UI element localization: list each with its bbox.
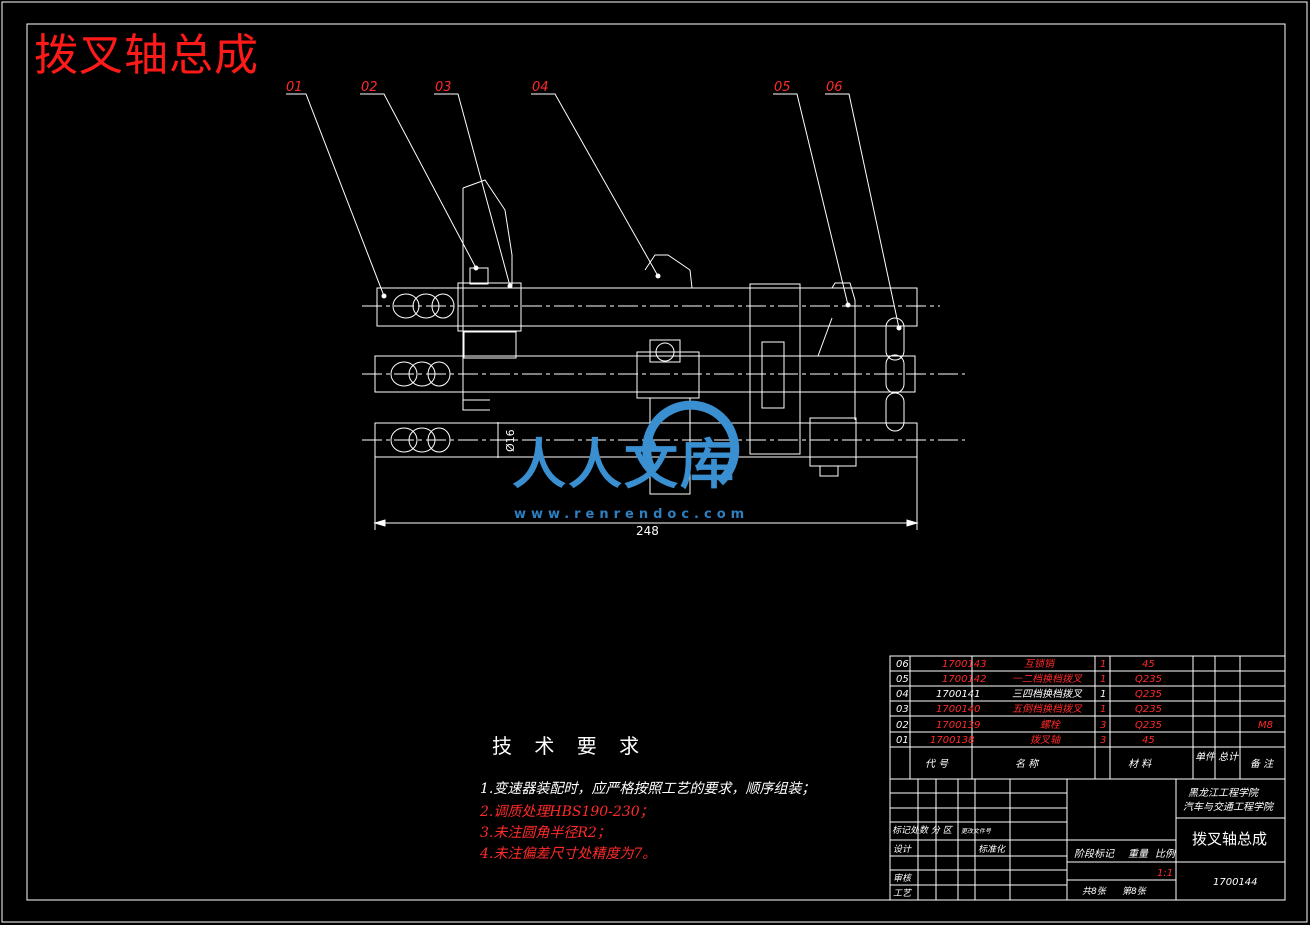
qty: 1 — [1100, 704, 1106, 715]
watermark-logo — [642, 400, 740, 486]
code: 1700141 — [936, 689, 981, 700]
note: M8 — [1258, 720, 1273, 731]
tech-requirements-heading: 技 术 要 求 — [492, 734, 648, 758]
watermark-text: 人人文库 — [512, 433, 736, 496]
part-label-05: 05 — [774, 80, 791, 95]
tech-requirement-1: 1.变速器装配时，应严格按照工艺的要求，顺序组装； — [480, 781, 816, 797]
title-block-text: 黑龙江工程学院 汽车与交通工程学院 拨叉轴总成 1700144 标记处数 分 区… — [892, 787, 1275, 899]
parts-row-04: 04 1700141 三四档换档拨叉 1 Q235 — [896, 688, 1162, 700]
code: 1700140 — [936, 704, 981, 715]
label-change: 更改文件号 — [961, 827, 992, 835]
header-unit-total: 单件 总计 — [1195, 751, 1239, 763]
label-design: 设计 — [893, 844, 912, 855]
inner-frame — [26, 23, 1286, 901]
drawing-no: 1700144 — [1213, 877, 1258, 888]
name: 一二档换档拨叉 — [1012, 673, 1083, 685]
parts-list-rows: 06 1700143 互锁销 1 45 05 1700142 一二档换档拨叉 1… — [896, 658, 1273, 746]
header-name: 名 称 — [1015, 758, 1040, 770]
qty: 1 — [1100, 689, 1106, 700]
dimensions — [373, 422, 919, 530]
drawing-name: 拨叉轴总成 — [1192, 830, 1267, 848]
label-review: 审核 — [893, 873, 913, 884]
qty: 3 — [1100, 735, 1106, 746]
qty: 1 — [1100, 674, 1106, 685]
header-remark: 备 注 — [1250, 758, 1274, 770]
school-name: 黑龙江工程学院 — [1188, 787, 1260, 799]
parts-row-01: 01 1700138 拨叉轴 3 45 — [896, 734, 1155, 746]
seq: 06 — [896, 659, 909, 670]
material: Q235 — [1135, 704, 1162, 715]
tech-requirement-3: 3.未注圆角半径R2； — [480, 825, 611, 841]
part-label-02: 02 — [361, 80, 378, 95]
assembly-view — [362, 179, 965, 495]
seq: 01 — [896, 735, 909, 746]
seq: 05 — [896, 674, 909, 685]
tech-requirement-4: 4.未注偏差尺寸处精度为7。 — [480, 846, 657, 862]
part-label-06: 06 — [826, 80, 843, 95]
label-weight: 重量 — [1128, 848, 1149, 860]
parts-list-headers: 代 号 名 称 材 料 单件 总计 备 注 — [925, 751, 1274, 770]
name: 五倒档换档拨叉 — [1012, 703, 1083, 715]
label-stage: 阶段标记 — [1074, 848, 1115, 860]
name: 拨叉轴 — [1030, 734, 1061, 746]
header-code: 代 号 — [925, 758, 949, 770]
seq: 04 — [896, 689, 909, 700]
material: Q235 — [1135, 720, 1162, 731]
qty: 3 — [1100, 720, 1106, 731]
label-ratio: 比例 — [1155, 848, 1177, 860]
dimension-diameter: Ø16 — [504, 429, 517, 452]
scale-value: 1:1 — [1157, 868, 1173, 879]
parts-row-05: 05 1700142 一二档换档拨叉 1 Q235 — [896, 673, 1162, 685]
drawing-title: 拨叉轴总成 — [34, 30, 259, 81]
code: 1700138 — [930, 735, 975, 746]
leader-lines — [286, 93, 902, 331]
dimension-length: 248 — [636, 524, 659, 538]
qty: 1 — [1100, 659, 1106, 670]
part-labels: 01 02 03 04 05 06 — [286, 80, 843, 95]
code: 1700139 — [936, 720, 981, 731]
watermark-site: www.renrendoc.com — [514, 507, 750, 522]
dept-name: 汽车与交通工程学院 — [1183, 801, 1275, 813]
name: 螺栓 — [1040, 719, 1061, 731]
part-label-03: 03 — [435, 80, 452, 95]
label-sheet: 第8张 — [1122, 886, 1148, 897]
seq: 02 — [896, 720, 909, 731]
part-label-01: 01 — [286, 80, 303, 95]
tech-requirement-2: 2.调质处理HBS190-230； — [480, 804, 654, 820]
name: 三四档换档拨叉 — [1012, 688, 1083, 700]
code: 1700142 — [942, 674, 987, 685]
name: 互锁销 — [1024, 658, 1056, 670]
material: Q235 — [1135, 674, 1162, 685]
label-mark: 标记处数 分 区 — [892, 825, 954, 836]
header-material: 材 料 — [1128, 758, 1152, 770]
label-standard: 标准化 — [978, 844, 1006, 855]
material: Q235 — [1135, 689, 1162, 700]
material: 45 — [1142, 735, 1155, 746]
seq: 03 — [896, 704, 909, 715]
parts-row-06: 06 1700143 互锁销 1 45 — [896, 658, 1155, 670]
title-block-grid — [889, 655, 1286, 901]
material: 45 — [1142, 659, 1155, 670]
code: 1700143 — [942, 659, 987, 670]
parts-row-02: 02 1700139 螺栓 3 Q235 M8 — [896, 719, 1273, 731]
part-label-04: 04 — [532, 80, 549, 95]
label-process: 工艺 — [893, 888, 913, 899]
parts-row-03: 03 1700140 五倒档换档拨叉 1 Q235 — [896, 703, 1162, 715]
label-sheets: 共8张 — [1082, 886, 1108, 897]
